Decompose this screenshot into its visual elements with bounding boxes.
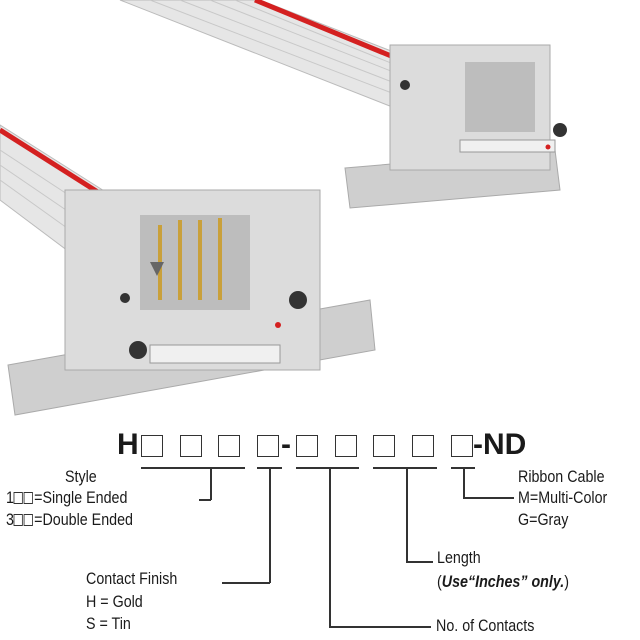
finish-leader [269,467,271,583]
length-underline [373,467,437,469]
contact-finish-label: Contact Finish [86,569,178,588]
length-leader-h [406,561,433,563]
cable-box [451,435,473,457]
length-leader [406,467,408,562]
style-leader [210,467,212,500]
style-label: Style [65,467,97,486]
ribbon-cable-multi: M=Multi-Color [518,488,608,507]
contacts-box-2 [335,435,357,457]
contacts-leader-h [329,626,431,628]
contacts-underline [296,467,359,469]
contacts-leader [329,467,331,627]
contacts-label: No. of Contacts [436,616,535,635]
length-box-1 [373,435,395,457]
finish-leader-h [222,582,270,584]
style-single-ended: 1=Single Ended [6,488,128,507]
style-double-ended: 3=Double Ended [6,510,133,529]
connector-front [7,189,376,416]
part-suffix: -ND [473,428,527,461]
ribbon-cable-gray: G=Gray [518,510,569,529]
connector-illustration [0,0,567,416]
style-leader-h [199,499,211,501]
style-box-1 [141,435,163,457]
cable-leader [463,467,465,498]
style-underline [141,467,245,469]
style-box-3 [218,435,240,457]
connector-back [344,44,567,209]
style-box-2 [180,435,202,457]
ribbon-cable-label: Ribbon Cable [518,467,605,486]
length-note: (Use“Inches” only.) [437,572,570,591]
contacts-box-1 [296,435,318,457]
cable-leader-h [463,497,514,499]
contact-finish-tin: S = Tin [86,614,131,633]
contact-finish-gold: H = Gold [86,592,143,611]
length-box-2 [412,435,434,457]
part-prefix: H [117,428,139,461]
finish-box [257,435,279,457]
length-label: Length [437,548,481,567]
part-separator: - [281,428,291,461]
